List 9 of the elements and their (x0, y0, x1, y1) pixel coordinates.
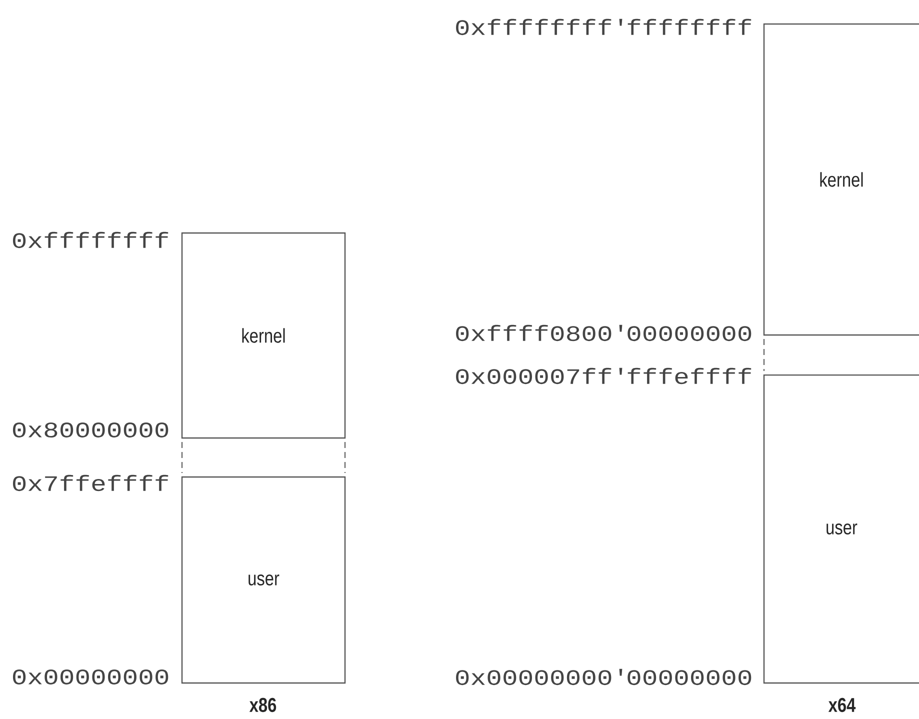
memory-region-box: kernel (181, 232, 346, 439)
address-label: 0x80000000 (12, 422, 168, 438)
address-label: 0xffffffff'ffffffff (456, 18, 752, 36)
address-label: 0xffff0800'00000000 (456, 324, 752, 342)
address-label: 0x000007ff'fffeffff (456, 368, 752, 384)
address-label: 0x7ffeffff (12, 474, 168, 492)
memory-region-box: user (181, 476, 346, 684)
memory-region-box: user (763, 374, 919, 684)
memory-region-box: kernel (763, 23, 919, 336)
